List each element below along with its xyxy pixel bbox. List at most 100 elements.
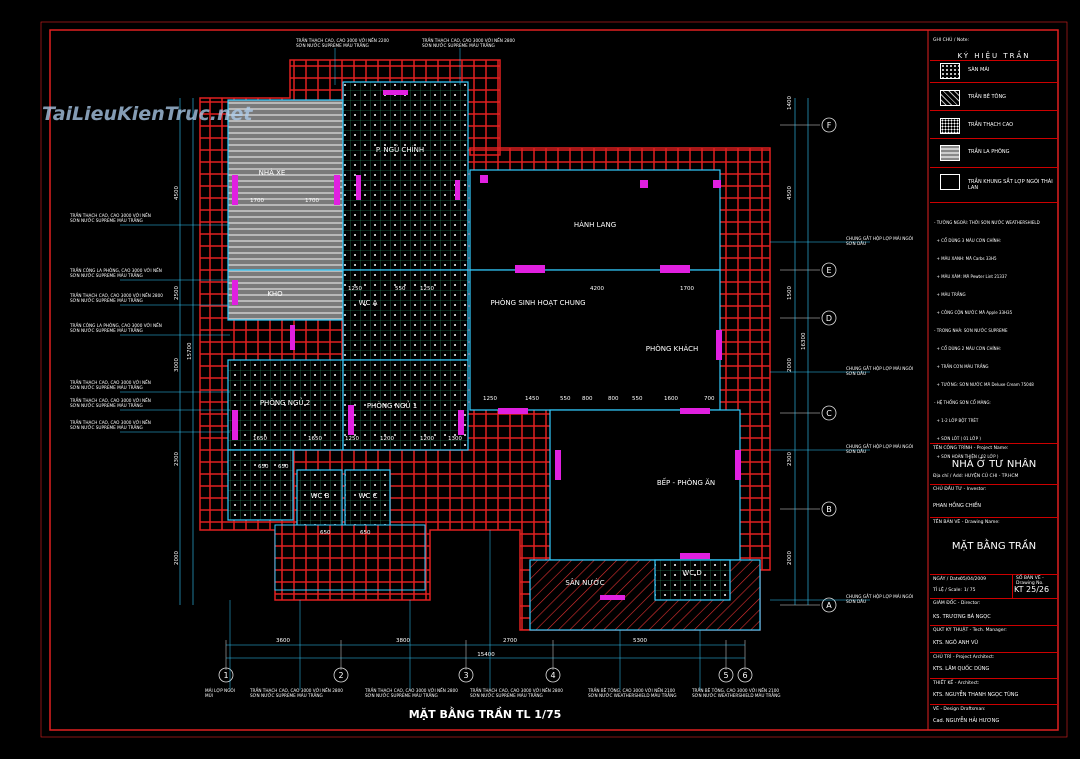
corridor-ceiling: [227, 449, 294, 521]
axis-bubble-2: [333, 667, 349, 683]
dim-interior: 550: [632, 396, 643, 402]
drawing-title: MẶT BẰNG TRẦN TL 1/75: [408, 708, 562, 721]
drawing-name-label: TÊN BẢN VẼ - Drawing Name:: [933, 520, 1000, 525]
ceiling-note: TRẦN THẠCH CAO, CAO 3000 VỚI NỀN 2800 SƠ…: [470, 688, 563, 698]
spec-line: + TRẦN CƠN MÀU TRẮNG: [934, 364, 989, 369]
spec-line: - TRONG NHÀ: SƠN NƯỚC SUPREME: [934, 328, 1008, 333]
dim-interior: 800: [608, 396, 619, 402]
light-fixture: [498, 408, 528, 414]
dim-interior: 1650: [253, 436, 267, 442]
spec-line: + CỔ DÙNG 2 MÀU CƠN CHÍNH:: [934, 346, 1001, 351]
room-label-wc-b: WC B: [311, 492, 330, 500]
room-label-bedroom-2: PHÒNG NGỦ 2: [260, 397, 310, 407]
axis-label-6: 6: [742, 671, 747, 680]
ceiling-note: TRẦN THẠCH CAO, CAO 3000 VỚI NỀN SƠN NƯỚ…: [70, 380, 151, 390]
axis-bubble-b: [821, 501, 837, 517]
annotation-leaders: [120, 48, 870, 690]
sheet-border: [49, 29, 1059, 731]
axis-label-b: B: [826, 505, 832, 514]
axis-label-d: D: [826, 314, 832, 323]
dim-interior: 1700: [305, 198, 319, 204]
axis-bubble-c: [821, 405, 837, 421]
manager-name: KTS. NGÔ ANH VŨ: [933, 640, 979, 646]
architect-label: THIẾT KẾ - Architect:: [933, 681, 980, 686]
legend-label: TRẦN BÊ TÔNG: [968, 94, 1007, 100]
axis-bubble-3: [458, 667, 474, 683]
ceiling-note: CHUNG GẮT HỘP LỢP MÁI NGÓI SƠN DẦU: [846, 366, 914, 376]
dim-right: 2000: [787, 358, 793, 372]
watermark-logo: TaiLieuKienTruc.net: [42, 103, 253, 125]
hallway-area: [469, 169, 721, 271]
light-fixture: [290, 325, 295, 350]
dim-interior: 650: [278, 464, 289, 470]
dim-left-total: 15700: [187, 342, 193, 360]
dots-pattern-icon: [940, 63, 960, 79]
drawing-name: MẶT BẰNG TRẦN: [951, 541, 1037, 552]
axis-label-3: 3: [463, 671, 468, 680]
drawing-no-label: SỐ BẢN VẼ - Drawing No.: [1016, 576, 1044, 586]
ceiling-note: CHUNG GẮT HỘP LỢP MÁI NGÓI SƠN DẦU: [846, 444, 914, 454]
room-label-garage: NHÀ XE: [259, 168, 286, 177]
light-fixture: [680, 553, 710, 559]
draftsman-name: Cad. NGUYỄN HẢI HƯƠNG: [933, 718, 1000, 724]
ceiling-note: TRẦN THẠCH CAO, CAO 3000 VỚI NỀN SƠN NƯỚ…: [70, 213, 151, 223]
room-label-bedroom-1: PHÒNG NGỦ 1: [367, 400, 417, 410]
dim-bottom: 3600: [276, 638, 290, 644]
light-fixture: [334, 175, 340, 205]
front-porch: [274, 524, 426, 591]
dim-interior: 1700: [680, 286, 694, 292]
spec-line: + CỔ DÙNG 3 MÀU CƠN CHÍNH:: [934, 238, 1001, 243]
dim-right-total: 16300: [801, 332, 807, 350]
architect-name: KTS. NGUYỄN THANH NGỌC TÙNG: [933, 692, 1019, 698]
dim-bottom: 3800: [396, 638, 410, 644]
ceiling-note: MÁI LỢP NGÓI MÚI: [205, 688, 235, 698]
dim-interior: 550: [395, 286, 406, 292]
dim-right: 1500: [787, 286, 793, 300]
project-name: NHÀ Ở TƯ NHÂN: [951, 459, 1037, 470]
axis-bubble-4: [545, 667, 561, 683]
director-label: GIÁM ĐỐC - Director:: [933, 601, 981, 606]
dim-interior: 1300: [448, 436, 462, 442]
light-fixture: [600, 595, 625, 600]
spec-line: + MÀU TRẮNG: [934, 292, 966, 297]
dim-interior: 650: [320, 530, 331, 536]
ceiling-note: TRẦN BÊ TÔNG, CAO 3000 VỚI NỀN 2100 SƠN …: [588, 688, 677, 698]
dim-interior: 650: [258, 464, 269, 470]
building-body: [227, 81, 761, 631]
light-fixture: [555, 450, 561, 480]
axis-label-5: 5: [723, 671, 728, 680]
light-fixture: [640, 180, 648, 188]
room-label-wc-c: WC C: [359, 492, 378, 500]
light-fixture: [232, 410, 238, 440]
spec-line: - HỆ THỐNG SƠN CỔ MÀNG:: [934, 400, 991, 405]
hatch-pattern-icon: [940, 90, 960, 106]
ceiling-note: TRẦN THẠCH CAO, CAO 3000 VỚI NỀN 2200 SƠ…: [296, 38, 389, 48]
project-architect-label: CHỦ TRÌ - Project Architect:: [933, 655, 995, 660]
dim-interior: 1250: [483, 396, 497, 402]
dim-left: 2000: [174, 551, 180, 565]
dim-left: 2300: [174, 452, 180, 466]
ceiling-note: TRẦN THẠCH CAO, CAO 3000 VỚI NỀN SƠN NƯỚ…: [70, 398, 151, 408]
dim-bottom-total: 15400: [477, 652, 495, 658]
ceiling-note: TRẦN THẠCH CAO, CAO 3000 VỚI NỀN 2800 SƠ…: [365, 688, 458, 698]
light-fixture: [716, 330, 722, 360]
living-area: [469, 269, 721, 411]
axis-bubble-a: [821, 597, 837, 613]
dim-interior: 1250: [345, 436, 359, 442]
axis-bubble-d: [821, 310, 837, 326]
axis-bubble-6: [737, 667, 753, 683]
ceiling-note: TRẦN THẠCH CAO, CAO 3000 VỚI NỀN SƠN NƯỚ…: [70, 420, 151, 430]
room-label-wc-d: WC D: [682, 569, 701, 577]
legend-label: TRẦN KHUNG SẮT LỢP NGÓI THÁI LAN: [968, 179, 1053, 191]
empty-box-icon: [940, 174, 960, 190]
notes-header: GHI CHÚ / Note:: [933, 38, 969, 43]
project-architect-name: KTS. LÂM QUỐC DŨNG: [933, 666, 990, 672]
sheet-outer-border: [40, 21, 1068, 738]
light-fixture: [458, 410, 464, 435]
storage-ceiling: [227, 269, 344, 321]
dim-interior: 650: [360, 530, 371, 536]
spec-line: + TƯỜNG: SƠN NƯỚC MÃ Deluxe Cream 75048: [934, 382, 1034, 387]
dim-bottom: 2700: [503, 638, 517, 644]
axis-label-e: E: [826, 266, 831, 275]
